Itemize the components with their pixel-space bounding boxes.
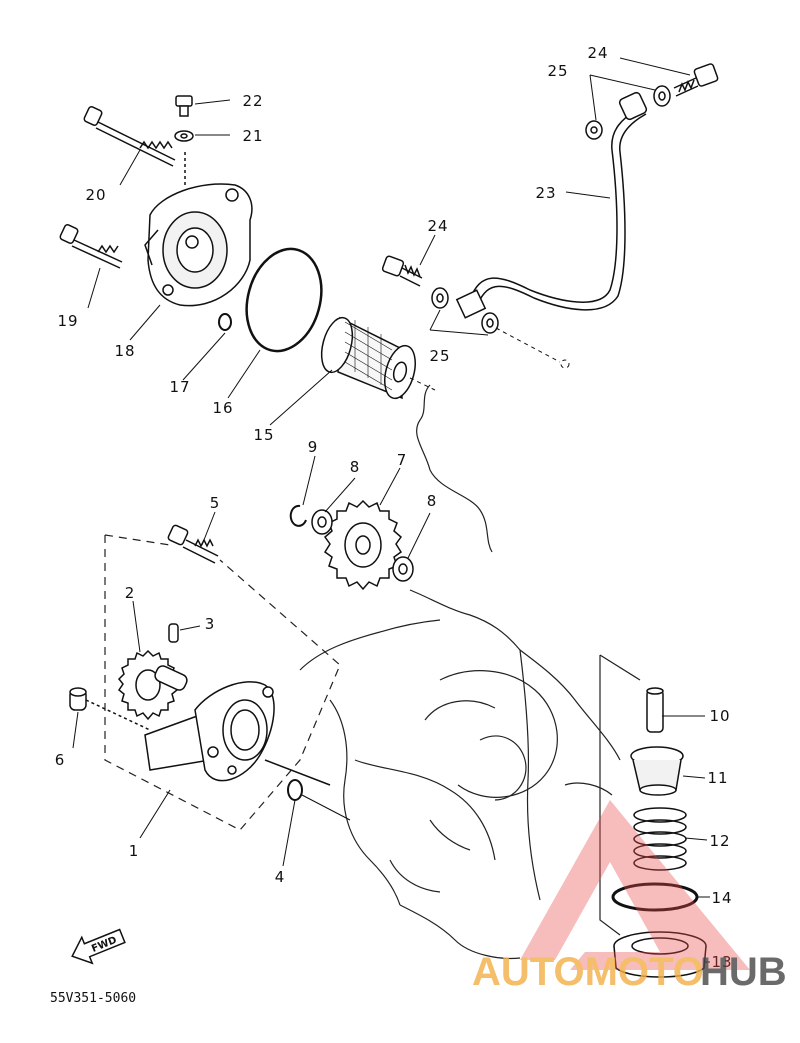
callout-4: 4 bbox=[275, 868, 286, 886]
union-bolt-lower-part bbox=[381, 255, 423, 287]
washer-8-right-part bbox=[392, 556, 414, 582]
relief-cap-part bbox=[613, 931, 707, 978]
callout-9: 9 bbox=[308, 438, 319, 456]
callout-24-lower: 24 bbox=[427, 217, 448, 235]
callout-8-left: 8 bbox=[350, 458, 361, 476]
callout-17: 17 bbox=[169, 378, 190, 396]
callout-11: 11 bbox=[707, 769, 728, 787]
oil-pump-body-part bbox=[144, 681, 331, 786]
relief-pipe-part bbox=[646, 687, 664, 733]
callout-15: 15 bbox=[253, 426, 274, 444]
clip-4-part bbox=[287, 779, 351, 821]
engine-case-outline bbox=[299, 384, 621, 960]
callout-14: 14 bbox=[711, 889, 732, 907]
washer-lower-right-part bbox=[481, 312, 499, 334]
callout-22: 22 bbox=[242, 92, 263, 110]
washer-8-left-part bbox=[311, 509, 333, 535]
callout-10: 10 bbox=[709, 707, 730, 725]
dowel-pin-part bbox=[168, 623, 179, 643]
washer-upper-right-part bbox=[653, 85, 671, 107]
callout-21: 21 bbox=[242, 127, 263, 145]
relief-valve-boundary bbox=[599, 654, 641, 936]
callout-25-lower: 25 bbox=[429, 347, 450, 365]
callout-13: 13 bbox=[711, 953, 732, 971]
callout-3: 3 bbox=[205, 615, 216, 633]
washer-lower-left-part bbox=[431, 287, 449, 309]
callout-16: 16 bbox=[212, 399, 233, 417]
leader-lines bbox=[72, 57, 710, 963]
union-bolt-upper-part bbox=[673, 63, 719, 97]
callout-5: 5 bbox=[210, 494, 221, 512]
washer-upper-left-part bbox=[585, 120, 603, 140]
callout-1: 1 bbox=[129, 842, 140, 860]
callout-20: 20 bbox=[85, 186, 106, 204]
callout-7: 7 bbox=[397, 451, 408, 469]
callout-2: 2 bbox=[125, 584, 136, 602]
part-code-label: 55V351-5060 bbox=[50, 991, 136, 1006]
callout-labels: 1 2 3 4 5 6 7 8 8 9 10 11 12 13 14 15 16… bbox=[55, 44, 732, 971]
bleed-bolt-part bbox=[174, 95, 194, 142]
oil-filter-part bbox=[320, 316, 416, 400]
watermark-text-right: HUB bbox=[700, 950, 787, 994]
callout-19: 19 bbox=[57, 312, 78, 330]
callout-6: 6 bbox=[55, 751, 66, 769]
callout-18: 18 bbox=[114, 342, 135, 360]
alignment-dashed-lines bbox=[409, 327, 570, 391]
forward-direction-arrow: FWD bbox=[71, 928, 126, 965]
long-bolt-part bbox=[83, 106, 176, 167]
oil-delivery-pipe-part bbox=[455, 91, 648, 319]
o-ring-part bbox=[245, 247, 323, 353]
watermark-triangle-shape bbox=[520, 800, 750, 970]
pump-bolt-part bbox=[167, 524, 219, 564]
callout-8-right: 8 bbox=[427, 492, 438, 510]
oil-pump-drive-gear-part bbox=[323, 499, 403, 591]
watermark-text-left: AUTOMOTO bbox=[472, 950, 704, 994]
relief-plug-part bbox=[630, 746, 684, 796]
pump-gear-part bbox=[117, 649, 188, 721]
circlip-9-part bbox=[289, 504, 307, 527]
filter-cover-part bbox=[144, 150, 253, 307]
short-bolt-part bbox=[59, 224, 123, 269]
relief-spring-part bbox=[633, 807, 687, 871]
callout-24-top: 24 bbox=[587, 44, 608, 62]
callout-25-top: 25 bbox=[547, 62, 568, 80]
callout-12: 12 bbox=[709, 832, 730, 850]
callout-23: 23 bbox=[535, 184, 556, 202]
oil-pump-assembly-boundary bbox=[104, 534, 341, 831]
watermark-logo: AUTOMOTO HUB bbox=[472, 800, 787, 994]
small-o-ring-part bbox=[218, 313, 232, 331]
collar-part bbox=[69, 687, 151, 731]
